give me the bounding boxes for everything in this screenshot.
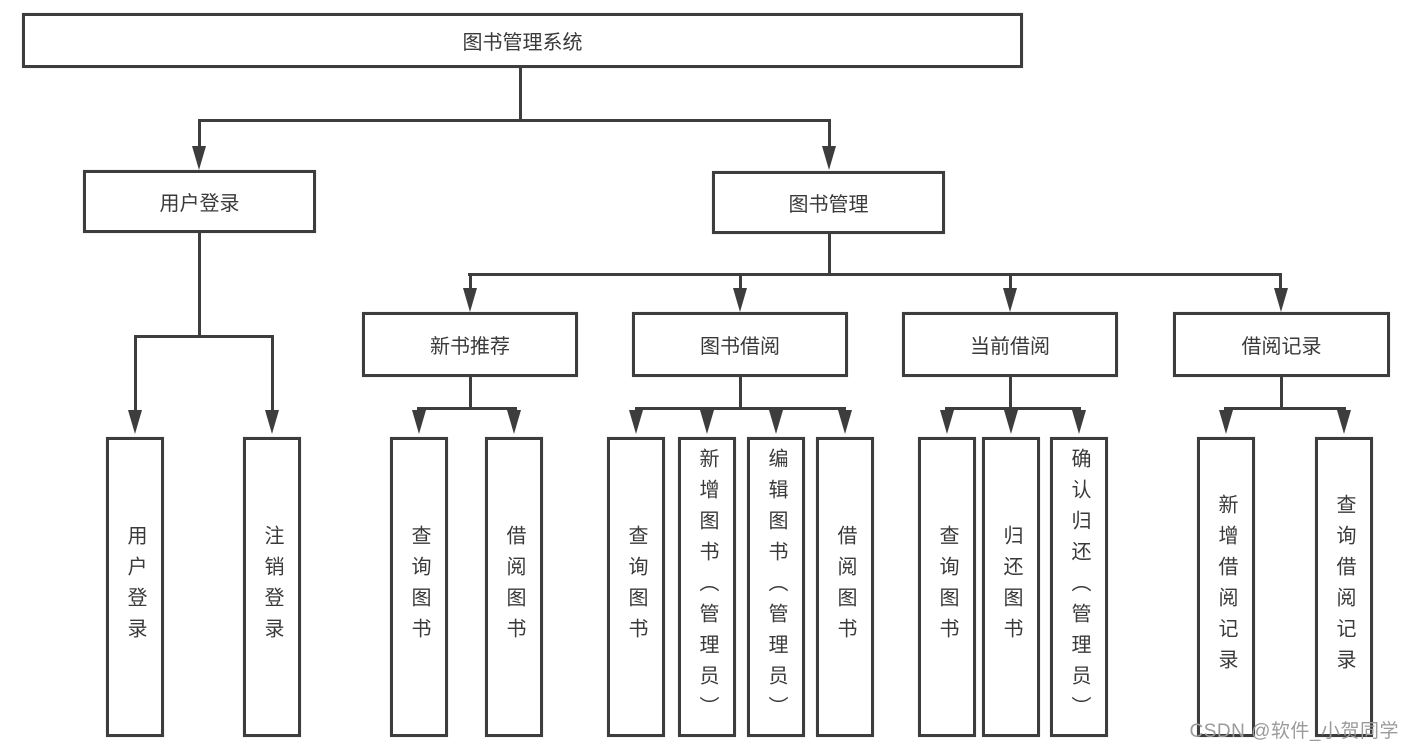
node-new-book-recommend: 新书推荐: [362, 312, 578, 377]
arrowhead-down-icon: [192, 146, 206, 170]
leaf-confirm-return-admin: 确认归还（管理员）: [1050, 437, 1108, 737]
connector-book-mgmt-hline: [468, 273, 1282, 276]
connector-book-mgmt-stem-4: [1279, 276, 1282, 290]
arrowhead-down-icon: [1072, 410, 1086, 434]
leaf-add-borrow-record: 新增借阅记录: [1197, 437, 1255, 737]
connector-root-vline: [519, 66, 522, 122]
connector-user-login-stem-1: [134, 338, 137, 412]
connector-records-vline: [1280, 375, 1283, 410]
csdn-watermark: CSDN @软件_小贺同学: [1189, 721, 1399, 742]
node-root-library-system: 图书管理系统: [22, 13, 1023, 68]
leaf-query-books-recommend: 查询图书: [390, 437, 448, 737]
arrowhead-down-icon: [507, 410, 521, 434]
arrowhead-down-icon: [265, 410, 279, 434]
connector-borrowing-vline: [739, 375, 742, 410]
node-borrow-records: 借阅记录: [1173, 312, 1390, 377]
connector-current-vline: [1009, 375, 1012, 410]
connector-root-stem-right: [828, 122, 831, 148]
connector-book-mgmt-stem-3: [1009, 276, 1012, 290]
arrowhead-down-icon: [1003, 288, 1017, 312]
node-book-borrowing: 图书借阅: [632, 312, 848, 377]
arrowhead-down-icon: [412, 410, 426, 434]
arrowhead-down-icon: [1337, 410, 1351, 434]
arrowhead-down-icon: [128, 410, 142, 434]
arrowhead-down-icon: [822, 146, 836, 170]
connector-borrowing-hline: [635, 407, 846, 410]
arrowhead-down-icon: [940, 410, 954, 434]
arrowhead-down-icon: [1004, 410, 1018, 434]
arrowhead-down-icon: [838, 410, 852, 434]
connector-recommend-hline: [417, 407, 517, 410]
leaf-borrow-books-recommend: 借阅图书: [485, 437, 543, 737]
arrowhead-down-icon: [463, 288, 477, 312]
connector-recommend-vline: [469, 375, 472, 410]
leaf-borrow-books: 借阅图书: [816, 437, 874, 737]
arrowhead-down-icon: [733, 288, 747, 312]
connector-records-hline: [1224, 407, 1346, 410]
leaf-add-book-admin: 新增图书（管理员）: [678, 437, 736, 737]
node-user-login: 用户登录: [83, 170, 316, 233]
connector-current-hline: [945, 407, 1081, 410]
node-current-borrowing: 当前借阅: [902, 312, 1118, 377]
arrowhead-down-icon: [629, 410, 643, 434]
arrowhead-down-icon: [1274, 288, 1288, 312]
connector-user-login-hline: [134, 335, 274, 338]
leaf-query-borrow-record: 查询借阅记录: [1315, 437, 1373, 737]
leaf-query-books-borrowing: 查询图书: [607, 437, 665, 737]
leaf-logout: 注销登录: [243, 437, 301, 737]
node-book-management: 图书管理: [712, 171, 945, 234]
connector-root-stem-left: [198, 122, 201, 148]
connector-user-login-stem-2: [271, 338, 274, 412]
connector-book-mgmt-vline: [828, 232, 831, 276]
connector-book-mgmt-stem-2: [739, 276, 742, 290]
arrowhead-down-icon: [1219, 410, 1233, 434]
connector-root-hline: [198, 119, 831, 122]
leaf-edit-book-admin: 编辑图书（管理员）: [747, 437, 805, 737]
leaf-user-login: 用户登录: [106, 437, 164, 737]
leaf-return-book: 归还图书: [982, 437, 1040, 737]
arrowhead-down-icon: [769, 410, 783, 434]
arrowhead-down-icon: [700, 410, 714, 434]
connector-book-mgmt-stem-1: [469, 276, 472, 290]
leaf-query-books-current: 查询图书: [918, 437, 976, 737]
connector-user-login-vline: [198, 231, 201, 338]
